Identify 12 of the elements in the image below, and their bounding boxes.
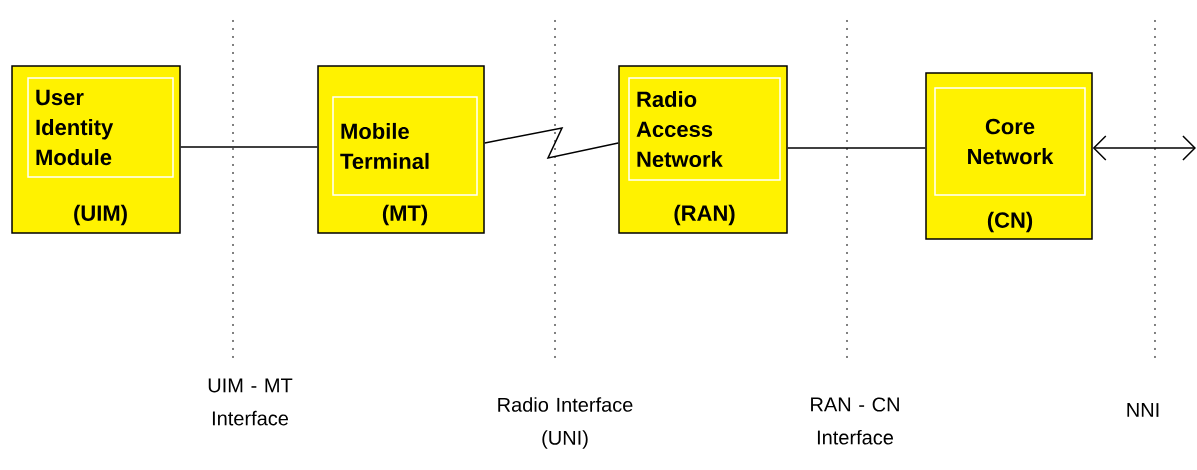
component-box: Radio Access Network (RAN) bbox=[618, 65, 788, 234]
interface-label: NNI bbox=[1127, 403, 1159, 417]
component-box: Core Network (CN) bbox=[925, 72, 1093, 240]
interface-label: Radio Interface (UNI) bbox=[498, 397, 633, 449]
connector-line bbox=[787, 147, 926, 149]
component-box: User Identity Module (UIM) bbox=[11, 65, 181, 234]
component-box: Mobile Terminal (MT) bbox=[317, 65, 485, 234]
connector-line bbox=[1092, 135, 1196, 161]
connector-line bbox=[484, 126, 619, 160]
interface-label: RAN - CN Interface bbox=[811, 397, 899, 445]
interface-label: UIM - MT Interface bbox=[208, 378, 293, 426]
connector-line bbox=[180, 146, 318, 148]
